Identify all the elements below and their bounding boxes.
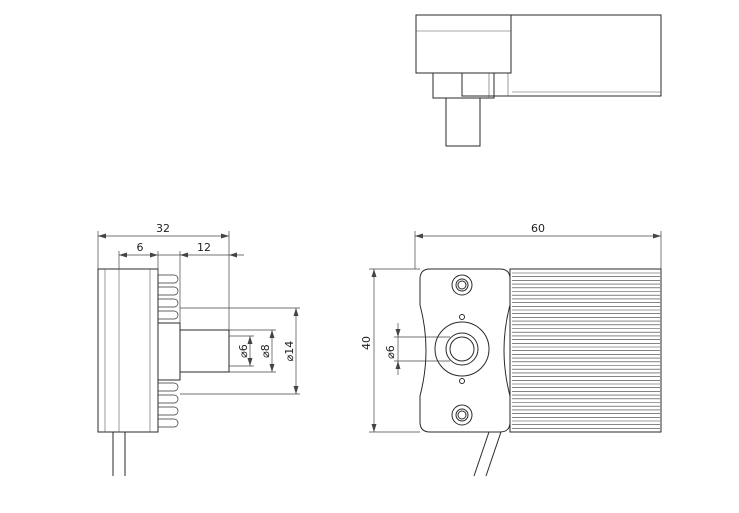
dim-40-label: 40 — [360, 336, 373, 350]
top-screw — [451, 274, 473, 296]
dim-12-label: 12 — [197, 241, 211, 254]
dim-32-label: 32 — [156, 222, 170, 235]
dim-dia8-label: ⌀8 — [259, 344, 272, 358]
front-view: 60 40 ⌀6 — [360, 222, 662, 477]
dim-front-dia6-label: ⌀6 — [384, 345, 397, 359]
top-view-shaft — [445, 97, 481, 147]
side-view: 32 6 12 ⌀6 ⌀8 ⌀14 — [97, 222, 300, 476]
bottom-screw — [451, 404, 473, 426]
front-view-heatsink — [509, 268, 662, 433]
top-view — [415, 14, 662, 147]
dim-dia14-label: ⌀14 — [283, 341, 296, 362]
top-view-boss — [432, 72, 495, 99]
side-view-shaft — [179, 329, 230, 373]
top-view-flange — [415, 14, 512, 74]
front-view-shaft — [449, 336, 475, 362]
side-view-plate — [97, 268, 159, 433]
front-view-boss — [434, 321, 490, 377]
front-view-flange — [419, 268, 511, 433]
side-view-fins — [158, 274, 179, 428]
dim-60-label: 60 — [531, 222, 545, 235]
dim-6-label: 6 — [137, 241, 144, 254]
dim-dia6-label: ⌀6 — [237, 344, 250, 358]
front-view-heatsink-fins — [512, 272, 660, 429]
side-view-boss — [157, 322, 181, 381]
